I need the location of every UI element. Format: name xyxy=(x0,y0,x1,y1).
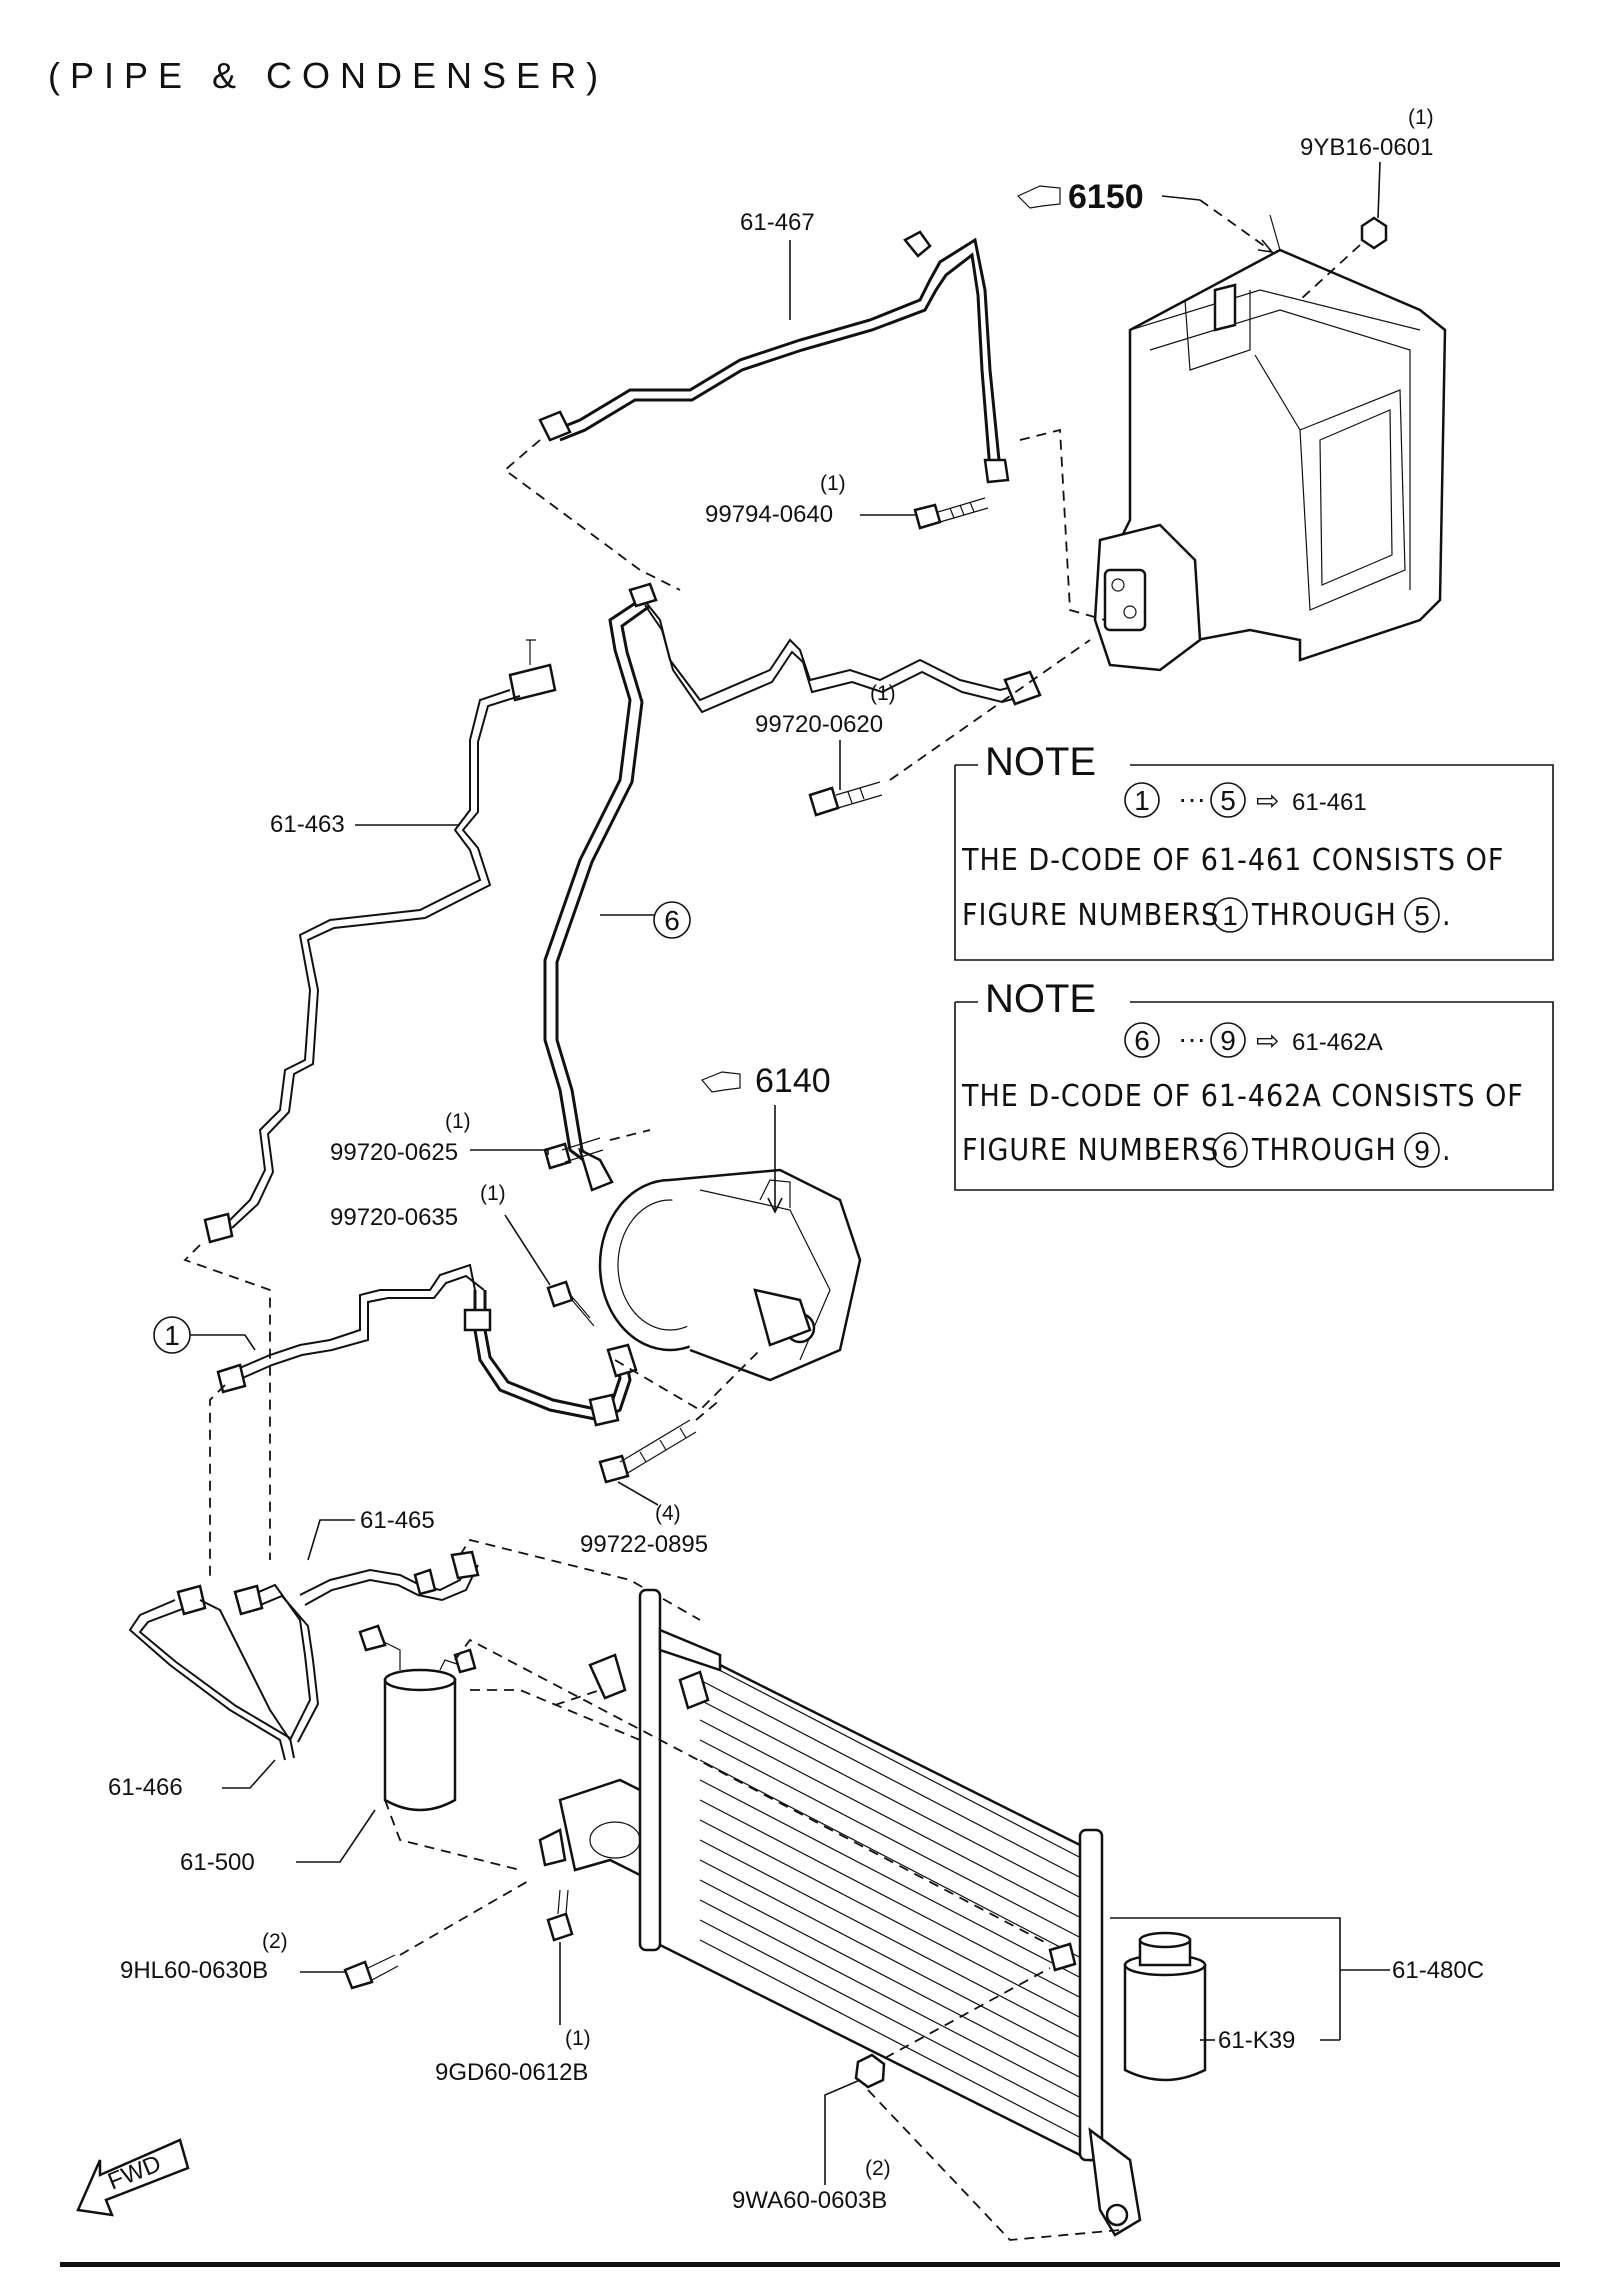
note-1-target: 61-461 xyxy=(1292,789,1367,816)
svg-text:5: 5 xyxy=(1220,785,1236,816)
label-99720-0635: 99720-0635 xyxy=(330,1204,458,1231)
ref-6150: 6150 xyxy=(1016,178,1274,254)
bolt-9gd60-0612b xyxy=(546,1889,574,1942)
arrow-right-icon: ⇨ xyxy=(1256,1025,1279,1056)
bolt-99794-0640 xyxy=(913,497,989,530)
svg-text:5: 5 xyxy=(1414,900,1430,931)
svg-text:.: . xyxy=(1442,1133,1452,1168)
condenser xyxy=(454,1588,1142,2237)
note-2-line1: THE D-CODE OF 61-462A CONSISTS OF xyxy=(961,1079,1524,1114)
label-9hl60: 9HL60-0630B xyxy=(120,1957,268,1984)
bottom-rule xyxy=(60,2262,1560,2267)
diagram-title: (PIPE & CONDENSER) xyxy=(48,55,608,96)
callout-1: 1 xyxy=(164,1320,180,1351)
label-61-500: 61-500 xyxy=(180,1849,255,1876)
compressor xyxy=(598,1168,862,1382)
label-61-k39: 61-K39 xyxy=(1218,2027,1295,2054)
qty-99720-0620: (1) xyxy=(870,682,896,705)
qty-99794: (1) xyxy=(820,472,846,495)
arrow-right-icon: ⇨ xyxy=(1256,785,1279,816)
svg-text:1: 1 xyxy=(1134,785,1150,816)
note-2-line2a: FIGURE NUMBERS xyxy=(962,1133,1219,1168)
qty-99720-0625: (1) xyxy=(445,1110,471,1133)
label-61-466: 61-466 xyxy=(108,1774,183,1801)
pipe-61-465 xyxy=(239,1550,480,1743)
note-2-line2b: THROUGH xyxy=(1251,1133,1397,1168)
label-9yb16: 9YB16-0601 xyxy=(1300,134,1433,161)
bolt-99720-0620 xyxy=(808,639,1091,817)
svg-text:6: 6 xyxy=(1222,1135,1238,1166)
qty-9hl60: (2) xyxy=(262,1930,288,1953)
qty-9gd60: (1) xyxy=(565,2027,591,2050)
nut-9wa60-0603b xyxy=(854,1967,1121,2241)
nut-9yb16 xyxy=(1299,216,1388,301)
note-box-1: NOTE 1 ··· 5 ⇨ 61-461 THE D-CODE OF 61-4… xyxy=(954,740,1554,961)
receiver-drier xyxy=(358,1624,641,1871)
qty-99722: (4) xyxy=(655,1502,681,1525)
pointing-hand-icon xyxy=(701,1071,741,1093)
note-1-line2a: FIGURE NUMBERS xyxy=(962,898,1219,933)
ref-6140: 6140 xyxy=(701,1062,831,1214)
note-2-heading: NOTE xyxy=(985,977,1096,1021)
label-61-467: 61-467 xyxy=(740,209,815,236)
label-61-463: 61-463 xyxy=(270,811,345,838)
pointing-hand-icon xyxy=(1016,185,1061,209)
desiccant-61-k39 xyxy=(1123,1931,1207,2082)
bolt-99720-0635 xyxy=(546,1280,595,1327)
note-1-line1: THE D-CODE OF 61-461 CONSISTS OF xyxy=(961,843,1504,878)
fwd-arrow-icon: FWD xyxy=(76,2138,190,2217)
bolt-99722-0895 xyxy=(598,1399,721,1484)
pipe-1 xyxy=(216,1263,638,1427)
svg-text:6150: 6150 xyxy=(1068,178,1144,216)
qty-9wa60: (2) xyxy=(865,2157,891,2180)
svg-text:9: 9 xyxy=(1220,1025,1236,1056)
note-2-target: 61-462A xyxy=(1292,1029,1383,1056)
label-61-480c: 61-480C xyxy=(1392,1957,1484,1984)
pipe-61-466 xyxy=(128,1584,295,1761)
qty-99720-0635: (1) xyxy=(480,1182,506,1205)
hose-6 xyxy=(543,582,658,1192)
label-9gd60: 9GD60-0612B xyxy=(435,2059,588,2086)
note-1-line2b: THROUGH xyxy=(1251,898,1397,933)
pipe-61-463 xyxy=(203,594,1042,1244)
svg-text:9: 9 xyxy=(1414,1135,1430,1166)
callout-6: 6 xyxy=(664,905,680,936)
label-99720-0625: 99720-0625 xyxy=(330,1139,458,1166)
svg-text:.: . xyxy=(1442,898,1452,933)
svg-text:6140: 6140 xyxy=(755,1062,831,1100)
note-1-heading: NOTE xyxy=(985,740,1096,784)
note-box-2: NOTE 6 ··· 9 ⇨ 61-462A THE D-CODE OF 61-… xyxy=(954,977,1554,1191)
bolt-9hl60-0630b xyxy=(343,1879,531,1990)
bolt-99720-0625 xyxy=(543,1129,651,1170)
label-99722: 99722-0895 xyxy=(580,1531,708,1558)
evaporator-unit xyxy=(1093,214,1447,672)
svg-text:···: ··· xyxy=(1178,783,1206,814)
svg-text:6: 6 xyxy=(1134,1025,1150,1056)
label-99794: 99794-0640 xyxy=(705,501,833,528)
svg-text:1: 1 xyxy=(1222,900,1238,931)
pipe-61-467 xyxy=(538,230,1010,484)
label-9wa60: 9WA60-0603B xyxy=(732,2187,887,2214)
qty-9yb16: (1) xyxy=(1408,106,1434,129)
svg-text:···: ··· xyxy=(1178,1023,1206,1054)
label-99720-0620: 99720-0620 xyxy=(755,711,883,738)
label-61-465: 61-465 xyxy=(360,1507,435,1534)
